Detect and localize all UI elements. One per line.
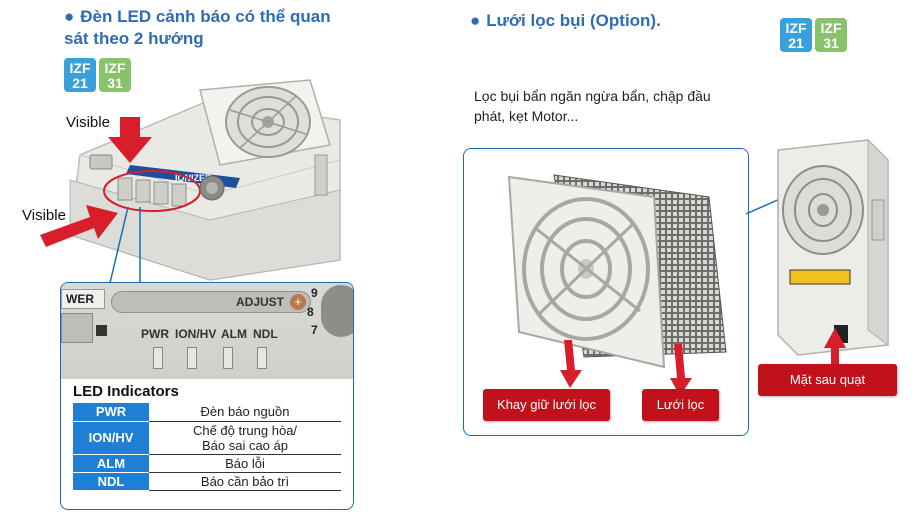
filter-description: Lọc bụi bẩn ngăn ngừa bẩn, chập đầu phát… — [474, 86, 711, 126]
right-badges: IZF 21 IZF 31 — [780, 18, 847, 52]
left-heading: ● Đèn LED cảnh báo có thể quan sát theo 2… — [64, 6, 331, 50]
left-heading-line1: Đèn LED cảnh báo có thể quan — [80, 7, 331, 26]
led-code: ION/HV — [73, 421, 149, 455]
led-window — [187, 347, 197, 369]
led-indicators-title: LED Indicators — [73, 383, 179, 400]
badge-top: IZF — [104, 60, 126, 76]
led-window — [223, 347, 233, 369]
adjust-label: ADJUST — [235, 295, 284, 309]
indicator-label-alm: ALM — [221, 327, 247, 341]
label-filter-mesh: Lưới lọc — [642, 389, 719, 421]
callout-connector — [109, 206, 141, 284]
right-heading-text: Lưới lọc bụi (Option). — [486, 11, 661, 30]
led-code: ALM — [73, 454, 149, 473]
indicator-label-ndl: NDL — [253, 327, 278, 341]
fan-back-illustration — [777, 138, 889, 356]
led-description-line: Đèn báo nguồn — [200, 404, 290, 420]
led-description: Báo lỗi — [149, 454, 341, 473]
table-row: ION/HV Chế độ trung hòa/ Báo sai cao áp — [73, 421, 341, 455]
led-description-line: Báo cần bảo trì — [200, 473, 290, 489]
led-description: Chế độ trung hòa/ Báo sai cao áp — [149, 421, 341, 455]
badge-izf21: IZF 21 — [780, 18, 812, 52]
filter-panel — [463, 148, 749, 436]
adjust-strip: ADJUST + — [111, 291, 311, 313]
badge-izf21: IZF 21 — [64, 58, 96, 92]
badge-bottom: 31 — [107, 75, 123, 91]
dial-knob — [321, 285, 353, 337]
badge-bottom: 21 — [72, 75, 88, 91]
bullet-icon: ● — [470, 11, 481, 30]
bullet-icon: ● — [64, 7, 75, 26]
led-indicators-table: PWR Đèn báo nguồn ION/HV Chế độ trung hò… — [73, 403, 341, 491]
arrow-right-icon — [40, 205, 118, 247]
dial-number: 8 — [307, 305, 314, 319]
filter-arrows — [560, 340, 692, 396]
table-row: ALM Báo lỗi — [73, 454, 341, 473]
arrow-down-icon — [108, 117, 152, 163]
led-description-line: Chế độ trung hòa/ — [192, 422, 298, 438]
left-badges: IZF 21 IZF 31 — [64, 58, 131, 92]
power-switch — [61, 313, 93, 343]
led-description: Đèn báo nguồn — [149, 403, 341, 422]
table-row: PWR Đèn báo nguồn — [73, 403, 341, 422]
dial-number: 7 — [311, 323, 318, 337]
filter-description-line2: phát, kẹt Motor... — [474, 108, 579, 124]
led-code: NDL — [73, 472, 149, 491]
badge-izf31: IZF 31 — [99, 58, 131, 92]
switch-indicator-icon — [96, 325, 107, 336]
indicator-label-pwr: PWR — [141, 327, 169, 341]
right-heading: ● Lưới lọc bụi (Option). — [470, 10, 661, 32]
led-window — [153, 347, 163, 369]
arrow-up-icon — [670, 344, 692, 396]
arrow-up-icon — [560, 340, 582, 388]
indicator-label-ion-hv: ION/HV — [175, 327, 217, 341]
led-description: Báo cần bảo trì — [149, 472, 341, 491]
arrow-up-icon — [824, 328, 846, 370]
badge-top: IZF — [785, 20, 807, 36]
badge-izf31: IZF 31 — [815, 18, 847, 52]
label-filter-frame: Khay giữ lưới lọc — [483, 389, 610, 421]
power-label: WER — [61, 289, 105, 309]
filter-description-line1: Lọc bụi bẩn ngăn ngừa bẩn, chập đầu — [474, 88, 711, 104]
led-closeup-photo: WER ADJUST + 9 8 7 PWR ION/HV ALM NDL — [61, 283, 353, 379]
led-code: PWR — [73, 403, 149, 422]
visible-side-label: Visible — [22, 207, 66, 224]
visible-top-label: Visible — [66, 114, 110, 131]
label-fan-back: Mặt sau quạt — [758, 364, 897, 396]
left-heading-line2: sát theo 2 hướng — [64, 29, 204, 48]
dial-number: 9 — [311, 286, 318, 300]
ionizer-text: IONIZER — [175, 173, 212, 183]
visible-arrows — [40, 117, 152, 247]
badge-bottom: 31 — [823, 35, 839, 51]
back-arrow — [824, 328, 846, 370]
badge-top: IZF — [69, 60, 91, 76]
filter-illustration — [507, 174, 727, 369]
led-description-line: Báo sai cao áp — [201, 437, 288, 453]
led-description-line: Báo lỗi — [225, 455, 265, 471]
back-connector — [746, 197, 783, 215]
led-indicators-panel: WER ADJUST + 9 8 7 PWR ION/HV ALM NDL LE… — [60, 282, 354, 510]
badge-top: IZF — [820, 20, 842, 36]
table-row: NDL Báo cần bảo trì — [73, 472, 341, 491]
badge-bottom: 21 — [788, 35, 804, 51]
led-window — [257, 347, 267, 369]
adjust-screw-icon: + — [290, 294, 306, 310]
